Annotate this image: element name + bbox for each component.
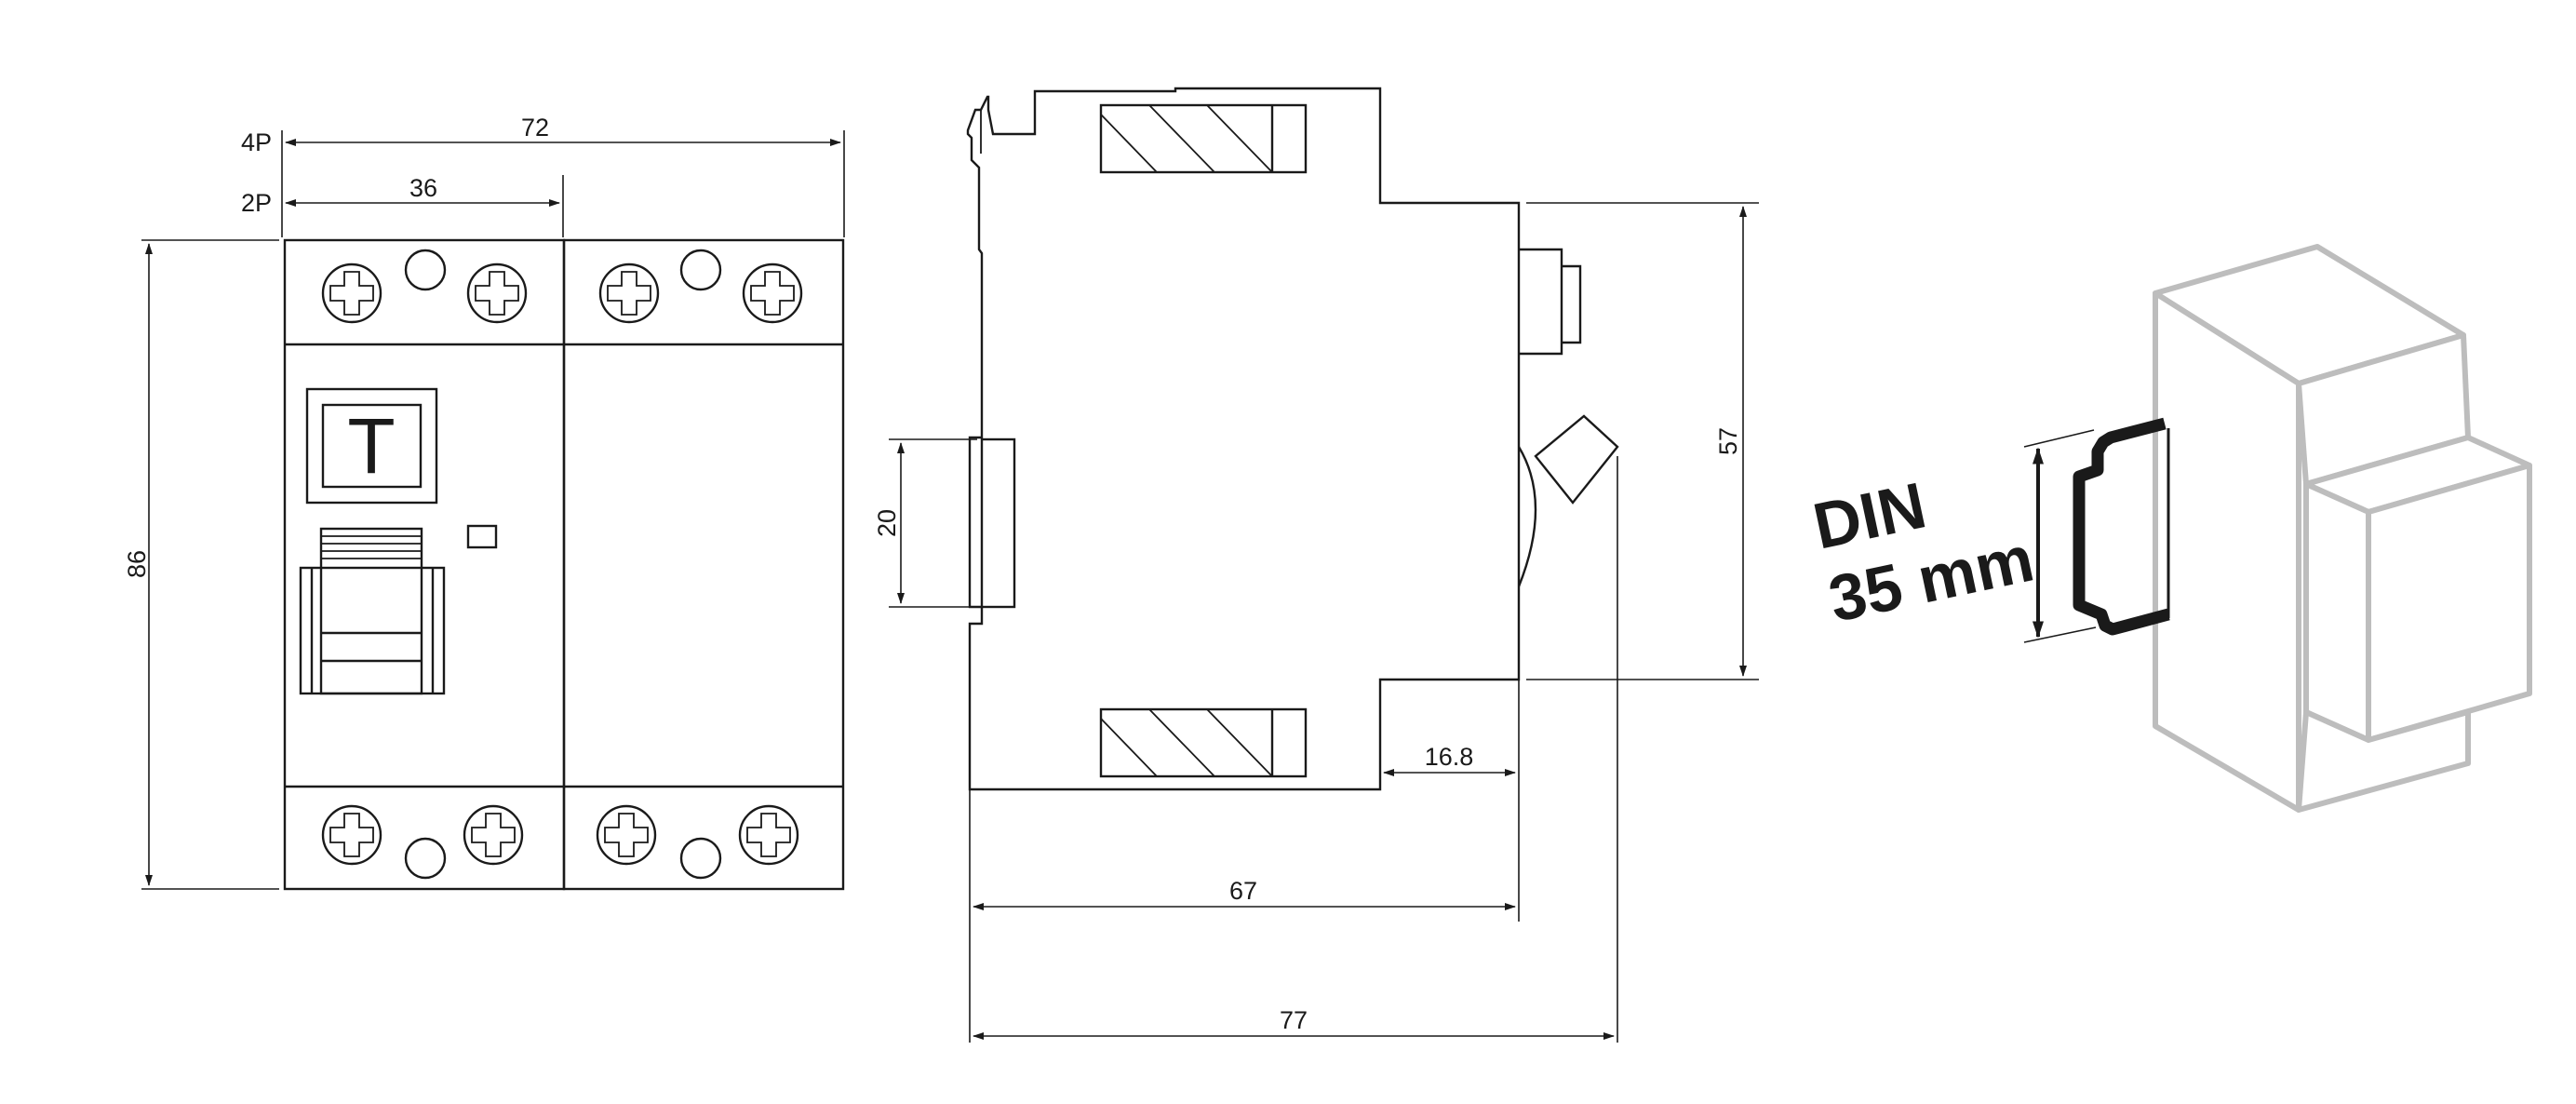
toggle-handle-icon (299, 527, 446, 695)
rail-clip (980, 438, 1016, 609)
terminal-screw-icon (596, 804, 657, 866)
din-rail-3d-view: DIN 35 mm (1807, 244, 2532, 813)
front-button-cap (1562, 264, 1582, 344)
module-right (562, 238, 845, 891)
dim-value-20: 20 (873, 509, 901, 537)
dim-value-77: 77 (1280, 1006, 1308, 1034)
bottom-hatched-terminal (1099, 707, 1308, 778)
dim-value-57: 57 (1714, 427, 1742, 455)
indicator-hole-icon (404, 249, 447, 291)
dim-value-86: 86 (123, 550, 151, 578)
indicator-hole-icon (679, 249, 722, 291)
indicator-hole-icon (404, 837, 447, 880)
indicator-hole-icon (679, 837, 722, 880)
test-button-label: T (347, 402, 395, 490)
ext-line-din-bottom (2023, 626, 2097, 643)
terminal-screw-icon (321, 804, 382, 866)
terminal-screw-icon (466, 263, 528, 324)
dim-value-67: 67 (1229, 877, 1257, 905)
side-view: 20 57 16.8 67 77 (873, 87, 1759, 1043)
top-hatched-terminal (1099, 103, 1308, 174)
dim-value-16-8: 16.8 (1425, 743, 1474, 771)
din-label: DIN 35 mm (1807, 468, 2040, 636)
module-left (283, 238, 566, 891)
test-button-icon: T (305, 387, 438, 505)
label-2p: 2P (241, 189, 272, 217)
dim-value-36: 36 (409, 174, 437, 202)
terminal-screw-icon (742, 263, 803, 324)
label-4p: 4P (241, 128, 272, 156)
front-button-profile (1519, 248, 1563, 356)
device-3d-outline (2153, 244, 2532, 813)
ext-line-din-top (2023, 429, 2095, 448)
terminal-screw-icon (321, 263, 382, 324)
toggle-handle-icon (1517, 414, 1619, 587)
side-housing-outline (966, 87, 1521, 791)
terminal-screw-icon (598, 263, 660, 324)
dim-value-72: 72 (521, 114, 549, 141)
front-view: 4P 2P 72 36 86 T (123, 114, 845, 891)
din-rail-icon (2073, 417, 2170, 636)
status-window (466, 524, 498, 549)
terminal-screw-icon (463, 804, 524, 866)
terminal-screw-icon (738, 804, 799, 866)
